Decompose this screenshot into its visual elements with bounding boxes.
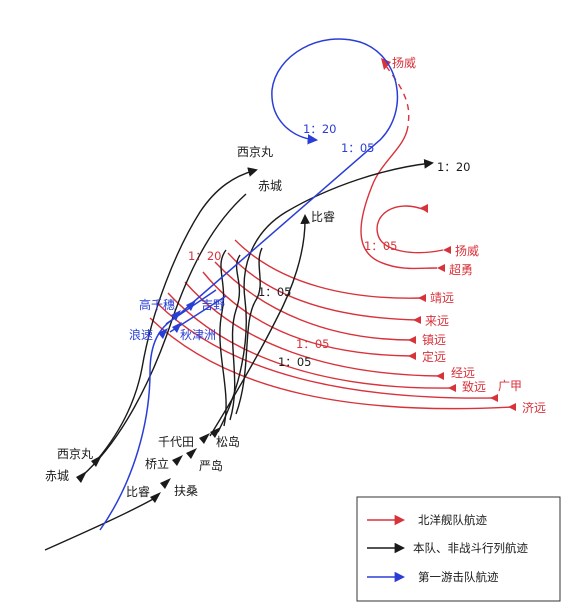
ship-zhenyuan-marker (408, 336, 416, 344)
label-hiei: 比睿 (126, 484, 150, 499)
legend-box (356, 496, 561, 602)
label-naniwa: 浪速 (129, 327, 153, 342)
label-akagi-top: 赤城 (258, 179, 282, 193)
track-guangjia (156, 302, 495, 399)
track-saikyo-maru (96, 167, 258, 461)
track-hiei (209, 214, 311, 437)
ship-saikyo-maru-marker (91, 455, 102, 467)
label-yangwei: 扬威 (455, 243, 479, 258)
ship-yoshino-marker (186, 300, 196, 311)
track-main-body-approach (44, 497, 156, 551)
ship-jingyuan-b-marker (436, 372, 444, 380)
label-hiei-top: 比睿 (311, 209, 335, 224)
ship-hiei-marker (150, 492, 161, 503)
track-chaoyong (360, 125, 438, 270)
ship-takachiho-marker (171, 310, 181, 321)
track-main-body-b (235, 247, 263, 415)
track-main-body-c (219, 249, 227, 427)
track-flying-squadron-approach (99, 317, 176, 531)
label-chiyoda: 千代田 (158, 435, 194, 449)
ship-akagi-marker (76, 471, 87, 483)
legend: 北洋舰队航迹 本队、非战斗行列航迹 第一游击队航迹 (356, 496, 561, 602)
beiyang-labels: 扬威 扬威 超勇 靖远 来远 镇远 定远 经远 致远 广甲 济远 1：20 1：… (188, 55, 546, 415)
label-dingyuan: 定远 (422, 349, 446, 364)
label-akagi: 赤城 (45, 469, 69, 483)
ship-dingyuan-marker (408, 352, 416, 360)
track-yangwei (376, 205, 444, 254)
ship-zhiyuan-marker (448, 384, 456, 392)
ship-hashidate-marker (172, 455, 183, 466)
time-black-105-b: 1：05 (278, 355, 311, 369)
time-red-105-b: 1：05 (296, 337, 329, 351)
label-saikyo-maru: 西京丸 (57, 447, 93, 461)
label-saikyo-maru-top: 西京丸 (237, 145, 273, 159)
time-red-120: 1：20 (188, 249, 221, 263)
track-main-body-a (229, 254, 241, 421)
label-takachiho: 高千穗 (139, 297, 175, 312)
label-chaoyong: 超勇 (449, 262, 473, 277)
ship-yangwei-top-marker (381, 58, 391, 70)
legend-label-main-body: 本队、非战斗行列航迹 (413, 541, 528, 555)
label-laiyuan: 来远 (425, 314, 449, 328)
track-dingyuan (202, 271, 413, 357)
label-fuso: 扶桑 (174, 483, 198, 498)
label-zhenyuan: 镇远 (422, 333, 446, 347)
track-main-body-120 (217, 158, 434, 433)
time-black-105-a: 1：05 (258, 285, 291, 299)
label-jiyuan: 济远 (522, 400, 546, 415)
beiyang-tracks (149, 58, 516, 411)
track-flying-squadron-loop (174, 38, 399, 319)
track-zhenyuan (214, 261, 413, 341)
flying-squadron-tracks (99, 38, 399, 531)
time-blue-120: 1：20 (303, 122, 336, 136)
label-akitsushima: 秋津洲 (180, 328, 216, 342)
label-yoshino: 吉野 (201, 298, 225, 312)
time-black-120: 1：20 (437, 160, 470, 174)
ship-yangwei-marker (443, 246, 451, 254)
legend-label-beiyang: 北洋舰队航迹 (418, 513, 487, 527)
ship-jingyuan-a-marker (418, 294, 426, 302)
track-jingyuan-a (234, 239, 423, 299)
ship-naniwa-marker (158, 328, 168, 339)
ship-jiyuan-marker (508, 403, 516, 411)
label-hashidate: 桥立 (145, 456, 169, 471)
ship-akitsushima-marker (172, 322, 182, 333)
track-jingyuan-b (184, 281, 441, 377)
track-chaoyong-dashed (385, 65, 410, 125)
label-yangwei-top: 扬威 (392, 55, 416, 70)
time-red-105-a: 1：05 (364, 239, 397, 253)
label-jingyuan-b: 经远 (451, 366, 475, 380)
main-body-labels: 西京丸 赤城 比睿 千代田 松岛 桥立 严岛 扶桑 比睿 西京丸 赤城 1：20… (45, 145, 470, 499)
label-jingyuan-a: 靖远 (430, 291, 454, 305)
label-zhiyuan: 致远 (462, 380, 486, 394)
ship-yangwei-start-marker (420, 204, 428, 213)
ship-chaoyong-marker (437, 264, 445, 272)
label-matsushima: 松岛 (216, 434, 240, 449)
ship-itsukushima-marker (186, 448, 197, 459)
flying-squadron-labels: 高千穗 吉野 浪速 秋津洲 1：20 1：05 (129, 122, 374, 342)
track-laiyuan (227, 252, 418, 321)
track-jiyuan (149, 317, 513, 410)
ship-matsushima-marker (210, 427, 221, 438)
ship-chiyoda-marker (199, 433, 210, 444)
label-itsukushima: 严岛 (199, 458, 223, 473)
label-guangjia: 广甲 (498, 379, 522, 393)
ship-fuso-marker (160, 478, 171, 489)
time-blue-105: 1：05 (341, 141, 374, 155)
legend-label-flying-squadron: 第一游击队航迹 (418, 570, 499, 584)
ship-laiyuan-marker (413, 316, 421, 324)
ship-guangjia-marker (490, 394, 498, 402)
